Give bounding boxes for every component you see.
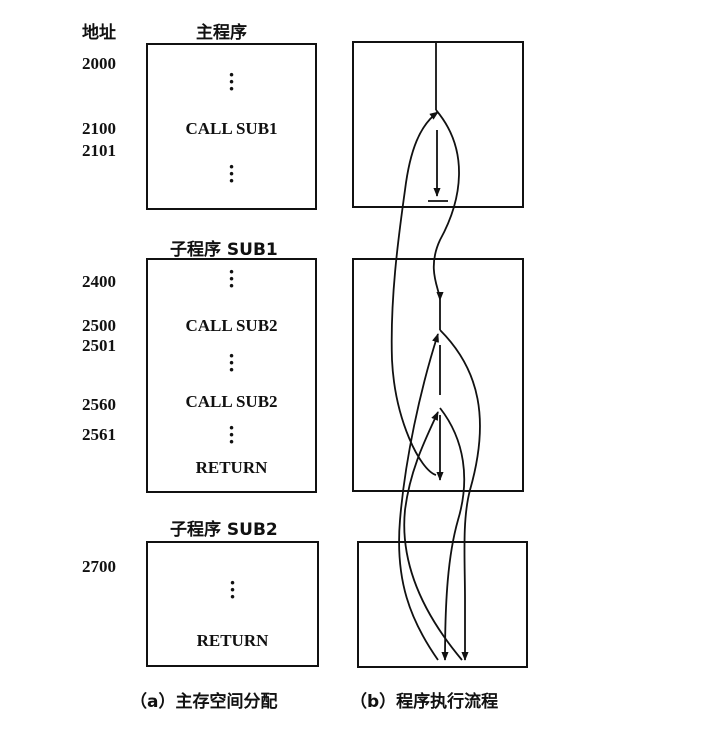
call-sub2-instruction-second: CALL SUB2 xyxy=(185,392,278,411)
flow-return-sub1-path xyxy=(390,111,439,476)
flow-call-sub1-path xyxy=(432,109,460,301)
flow-return-sub2-second-path xyxy=(403,411,463,661)
ellipsis-icon: ··· xyxy=(227,154,236,193)
flow-return-sub2-first-path xyxy=(398,333,439,661)
address-column-header: 地址 xyxy=(82,23,116,43)
sub1-memory-box: ··· CALL SUB2 ··· CALL SUB2 ··· RETURN xyxy=(146,258,317,493)
address-2501: 2501 xyxy=(82,336,116,355)
sub2-memory-box: ··· RETURN xyxy=(146,541,319,667)
address-2560: 2560 xyxy=(82,395,116,414)
sub2-title: 子程序 SUB2 xyxy=(170,520,278,540)
address-2700: 2700 xyxy=(82,557,116,576)
address-2100: 2100 xyxy=(82,119,116,138)
ellipsis-icon: ··· xyxy=(227,62,236,101)
call-sub2-instruction-first: CALL SUB2 xyxy=(185,316,278,335)
address-2500: 2500 xyxy=(82,316,116,335)
sub2-return-instruction: RETURN xyxy=(196,631,269,650)
ellipsis-icon: ··· xyxy=(227,415,236,454)
flow-call-sub2-second-path xyxy=(439,407,466,661)
ellipsis-icon: ··· xyxy=(227,259,236,298)
address-2101: 2101 xyxy=(82,141,116,160)
sub1-title: 子程序 SUB1 xyxy=(170,240,278,260)
flow-call-sub2-first-path xyxy=(439,329,481,661)
flow-box-main xyxy=(352,41,524,208)
flow-box-sub2 xyxy=(357,541,528,668)
main-program-title: 主程序 xyxy=(196,23,247,43)
ellipsis-icon: ··· xyxy=(227,343,236,382)
flow-box-sub1 xyxy=(352,258,524,492)
address-2000: 2000 xyxy=(82,54,116,73)
caption-execution-flow: （b）程序执行流程 xyxy=(350,692,499,712)
ellipsis-icon: ··· xyxy=(228,570,237,609)
sub1-return-instruction: RETURN xyxy=(195,458,268,477)
caption-memory-allocation: （a）主存空间分配 xyxy=(130,692,278,712)
address-2400: 2400 xyxy=(82,272,116,291)
call-sub1-instruction: CALL SUB1 xyxy=(185,119,278,138)
address-2561: 2561 xyxy=(82,425,116,444)
main-program-memory-box: ··· CALL SUB1 ··· xyxy=(146,43,317,210)
